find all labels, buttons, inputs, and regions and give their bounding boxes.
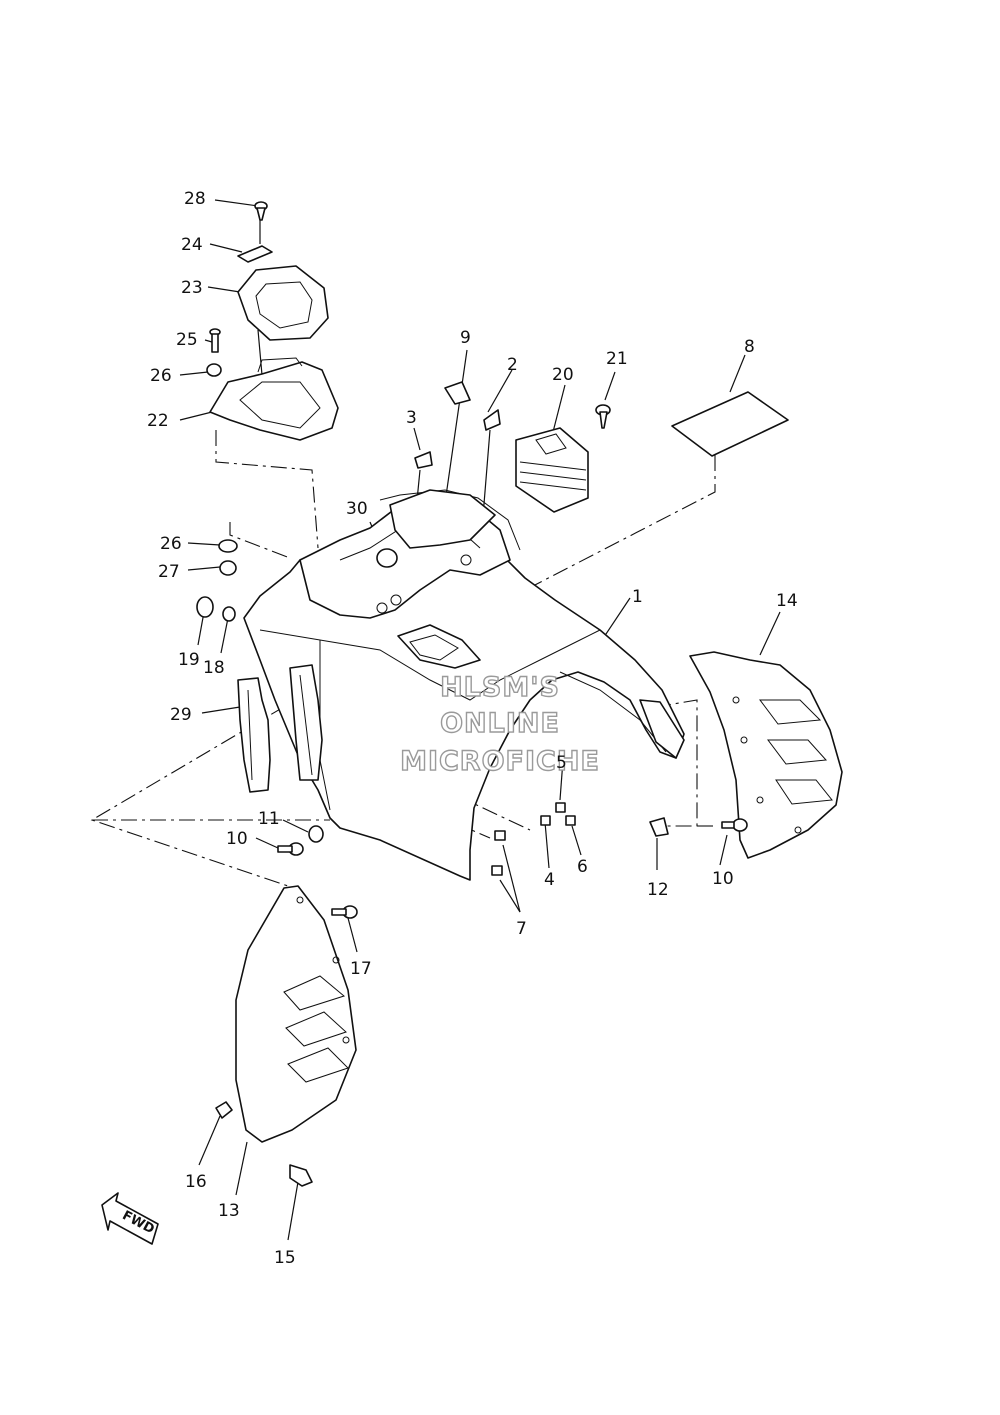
callout-6: 6 xyxy=(577,857,588,877)
side-cover-14 xyxy=(689,651,843,859)
nut-12 xyxy=(649,817,669,837)
side-bracket-29 xyxy=(237,664,323,793)
callout-21: 21 xyxy=(606,349,628,369)
watermark-line-2: ONLINE xyxy=(440,708,560,739)
callout-1: 1 xyxy=(632,587,643,607)
callout-2: 2 xyxy=(507,355,518,375)
callout-24: 24 xyxy=(181,235,203,255)
grommet-26-top xyxy=(206,363,222,377)
callout-19: 19 xyxy=(178,650,200,670)
callout-26-mid: 26 xyxy=(160,534,182,554)
callout-29: 29 xyxy=(170,705,192,725)
collar-27 xyxy=(219,560,237,576)
bolt-17 xyxy=(331,905,358,919)
collar-19 xyxy=(196,596,214,618)
callout-12: 12 xyxy=(647,880,669,900)
callout-22: 22 xyxy=(147,411,169,431)
bolt-15 xyxy=(289,1164,313,1187)
pad-9 xyxy=(444,381,471,405)
watermark-line-3: MICROFICHE xyxy=(400,746,600,777)
clip-6 xyxy=(565,815,576,826)
callout-9: 9 xyxy=(460,328,471,348)
screw-21 xyxy=(595,404,611,429)
callout-8: 8 xyxy=(744,337,755,357)
callout-30: 30 xyxy=(346,499,368,519)
callout-28: 28 xyxy=(184,189,206,209)
bolt-10-left xyxy=(277,842,304,856)
callout-11: 11 xyxy=(258,809,280,829)
screw-28 xyxy=(254,201,268,221)
callout-4: 4 xyxy=(544,870,555,890)
watermark: HLSM'S ONLINE MICROFICHE xyxy=(399,671,600,777)
washer-18 xyxy=(222,606,236,622)
callout-17: 17 xyxy=(350,959,372,979)
callout-25: 25 xyxy=(176,330,198,350)
bolt-25 xyxy=(209,328,221,353)
callout-10-right: 10 xyxy=(712,869,734,889)
callout-5: 5 xyxy=(556,753,567,773)
clip-7a xyxy=(494,830,506,841)
plug-30 xyxy=(376,548,398,568)
plate-24 xyxy=(237,245,273,263)
clip-4 xyxy=(540,815,551,826)
callout-26-top: 26 xyxy=(150,366,172,386)
meter-cover-23 xyxy=(237,265,329,341)
pad-2 xyxy=(483,409,501,431)
grommet-26-mid xyxy=(218,539,238,553)
callout-16: 16 xyxy=(185,1172,207,1192)
callout-20: 20 xyxy=(552,365,574,385)
front-fender-body xyxy=(243,489,685,881)
label-8 xyxy=(671,391,789,457)
callout-23: 23 xyxy=(181,278,203,298)
nut-16 xyxy=(215,1101,233,1119)
box-20 xyxy=(515,427,589,513)
callout-7: 7 xyxy=(516,919,527,939)
side-cover-left xyxy=(235,885,357,1143)
watermark-line-1: HLSM'S xyxy=(440,672,560,703)
clip-7b xyxy=(491,865,503,876)
callout-27: 27 xyxy=(158,562,180,582)
callout-15: 15 xyxy=(274,1248,296,1268)
bolt-10-right xyxy=(721,818,748,832)
callout-3: 3 xyxy=(406,408,417,428)
fwd-arrow-icon: FWD xyxy=(101,1192,159,1245)
meter-cover-22 xyxy=(209,357,339,441)
clip-5 xyxy=(555,802,566,813)
callout-18: 18 xyxy=(203,658,225,678)
pad-3 xyxy=(414,451,433,469)
callout-13: 13 xyxy=(218,1201,240,1221)
callout-labels: 28 24 23 25 26 22 9 2 20 21 8 3 30 26 27… xyxy=(147,189,798,1268)
callout-10-left: 10 xyxy=(226,829,248,849)
collar-11 xyxy=(308,825,324,843)
callout-14: 14 xyxy=(776,591,798,611)
